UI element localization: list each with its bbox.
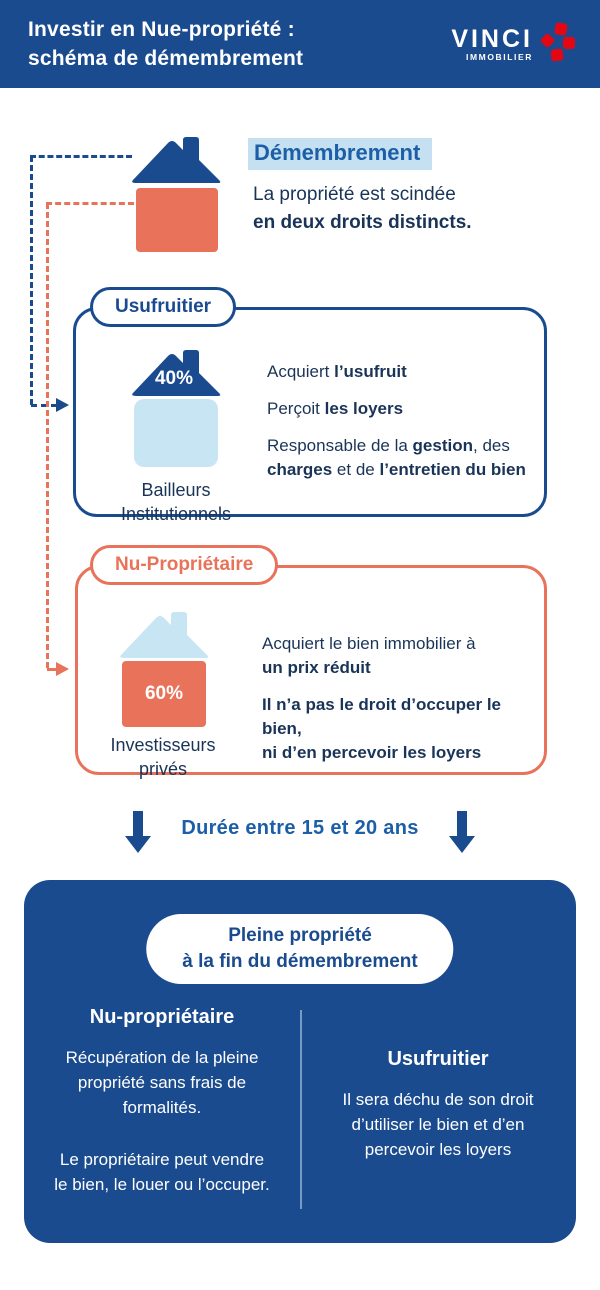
- nuprop-bullet-2: Il n’a pas le droit d’occuper le bien,ni…: [262, 695, 502, 762]
- usufruit-caption: Bailleurs Institutionnels: [76, 478, 276, 526]
- nuprop-caption: Investisseurs privés: [63, 733, 263, 781]
- nu-proprietaire-label: Nu-Propriétaire: [90, 545, 279, 585]
- down-arrow-icon: [125, 811, 151, 859]
- blue-connector-bottom: [31, 404, 57, 407]
- result-right-column: Usufruitier Il sera déchu de son droit d…: [300, 1002, 576, 1243]
- nuprop-caption-line2: privés: [138, 759, 187, 779]
- usufruit-house-roof-icon: [130, 346, 222, 396]
- result-box: Pleine propriété à la fin du démembremen…: [24, 880, 576, 1243]
- usufruitier-label: Usufruitier: [90, 287, 237, 327]
- vinci-logo-icon: [540, 22, 576, 67]
- result-left-para2: Le propriétaire peut vendre le bien, le …: [54, 1150, 270, 1194]
- orange-connector-vertical: [46, 203, 49, 668]
- usufruit-percent: 40%: [154, 368, 194, 389]
- usufruit-caption-line1: Bailleurs: [141, 480, 211, 500]
- house-roof-icon: [130, 133, 222, 183]
- usufruit-bullet-3: Responsable de la gestion, des charges e…: [267, 436, 526, 479]
- blue-arrow-right-icon: [56, 398, 69, 412]
- result-right-heading: Usufruitier: [387, 1048, 489, 1070]
- demembrement-text: La propriété est scindée en deux droits …: [253, 181, 472, 237]
- column-divider: [300, 1010, 302, 1209]
- blue-connector-vertical: [30, 156, 33, 405]
- down-arrow-icon: [449, 811, 475, 859]
- demembrement-line2: en deux droits distincts.: [253, 212, 472, 233]
- page-title-line2: schéma de démembrement: [28, 47, 304, 70]
- result-left-column: Nu-propriétaire Récupération de la plein…: [24, 1002, 300, 1243]
- result-pill-line1: Pleine propriété: [228, 925, 372, 946]
- result-right-para: Il sera déchu de son droit d’utiliser le…: [342, 1090, 534, 1159]
- house-body-icon: [136, 188, 218, 252]
- brand-name: VINCI: [451, 24, 533, 53]
- nuprop-percent: 60%: [144, 683, 184, 704]
- usufruit-bullet-2: Perçoit les loyers: [267, 399, 404, 418]
- header-bar: Investir en Nue-propriété : schéma de dé…: [0, 0, 600, 88]
- orange-arrow-right-icon: [56, 662, 69, 676]
- duration-label: Durée entre 15 et 20 ans: [181, 817, 419, 839]
- result-columns: Nu-propriétaire Récupération de la plein…: [24, 1002, 576, 1243]
- nuprop-caption-line1: Investisseurs: [110, 735, 216, 755]
- orange-connector-top: [46, 202, 134, 205]
- brand-subtitle: IMMOBILIER: [466, 51, 533, 62]
- result-pill: Pleine propriété à la fin du démembremen…: [146, 914, 454, 984]
- usufruit-house-body-icon: [134, 399, 218, 467]
- vinci-logo-text: VINCI IMMOBILIER: [451, 24, 533, 62]
- result-left-para1: Récupération de la pleine propriété sans…: [65, 1048, 259, 1117]
- page-title: Investir en Nue-propriété : schéma de dé…: [28, 15, 303, 73]
- page-title-line1: Investir en Nue-propriété :: [28, 18, 295, 41]
- result-pill-line2: à la fin du démembrement: [182, 951, 418, 972]
- nuprop-house-roof-icon: [118, 608, 210, 658]
- vinci-logo: VINCI IMMOBILIER: [451, 22, 576, 67]
- result-left-heading: Nu-propriétaire: [89, 1006, 235, 1028]
- blue-connector-top: [30, 155, 132, 158]
- usufruit-caption-line2: Institutionnels: [120, 504, 232, 524]
- nuprop-house-body-icon: 60%: [122, 661, 206, 727]
- usufruit-bullet-1: Acquiert l’usufruit: [267, 362, 407, 381]
- usufruit-bullets: Acquiert l’usufruit Perçoit les loyers R…: [267, 360, 537, 495]
- orange-connector-bottom: [47, 668, 57, 671]
- demembrement-heading: Démembrement: [248, 138, 433, 170]
- demembrement-line1: La propriété est scindée: [253, 184, 456, 205]
